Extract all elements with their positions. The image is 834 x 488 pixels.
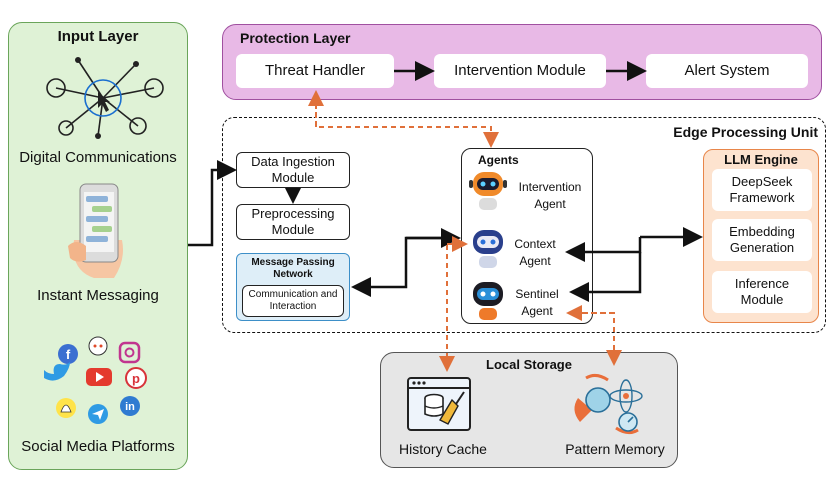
social-media-icons: f p in bbox=[44, 336, 147, 424]
arrow-llm-to-agents bbox=[565, 237, 642, 262]
intervention-module-box: Intervention Module bbox=[434, 54, 606, 88]
phone-messaging-icon bbox=[68, 183, 123, 278]
context-agent-label: Context Agent bbox=[514, 237, 556, 269]
svg-text:p: p bbox=[132, 371, 140, 386]
communication-interaction-box: Communication and Interaction bbox=[242, 285, 344, 317]
network-hub-icon bbox=[46, 57, 164, 139]
twitter-icon bbox=[44, 362, 70, 381]
reddit-icon bbox=[88, 336, 108, 356]
data-ingestion-module-box: Data Ingestion Module bbox=[236, 152, 350, 188]
arrow-agents-to-mpn bbox=[351, 236, 458, 297]
linkedin-icon bbox=[120, 396, 140, 416]
deepseek-framework-box: DeepSeek Framework bbox=[712, 169, 812, 211]
sentinel-agent-label: Sentinel Agent bbox=[515, 287, 559, 319]
svg-text:in: in bbox=[125, 401, 135, 413]
local-storage-title: Local Storage bbox=[486, 357, 572, 372]
llm-engine-title: LLM Engine bbox=[724, 152, 798, 167]
instagram-icon bbox=[118, 341, 141, 364]
social-media-platforms-label: Social Media Platforms bbox=[21, 438, 175, 455]
dashed-threat-agents bbox=[315, 94, 499, 148]
instant-messaging-label: Instant Messaging bbox=[37, 287, 159, 304]
pattern-memory-label: Pattern Memory bbox=[565, 441, 665, 457]
pattern-memory-icon bbox=[574, 373, 643, 435]
history-cache-icon bbox=[407, 377, 471, 431]
message-passing-network-title: Message Passing Network bbox=[251, 257, 335, 280]
threat-handler-box: Threat Handler bbox=[236, 54, 394, 88]
intervention-agent-label: Intervention Agent bbox=[518, 180, 582, 212]
history-cache-label: History Cache bbox=[399, 441, 487, 457]
embedding-generation-box: Embedding Generation bbox=[712, 219, 812, 261]
arrow-input-to-ingestion bbox=[188, 160, 237, 247]
dashed-context-history bbox=[439, 243, 464, 372]
intervention-robot-icon bbox=[469, 172, 507, 210]
digital-communications-label: Digital Communications bbox=[19, 149, 177, 166]
protection-layer-title: Protection Layer bbox=[240, 30, 351, 46]
context-robot-icon bbox=[473, 230, 503, 268]
agents-title: Agents bbox=[478, 153, 519, 167]
alert-system-box: Alert System bbox=[646, 54, 808, 88]
edge-processing-unit-title: Edge Processing Unit bbox=[673, 124, 818, 140]
preprocessing-module-box: Preprocessing Module bbox=[236, 204, 350, 240]
input-layer-title: Input Layer bbox=[57, 28, 139, 45]
edge-processing-unit-panel bbox=[222, 117, 826, 333]
facebook-icon bbox=[58, 344, 78, 364]
pinterest-icon bbox=[125, 367, 147, 389]
svg-text:f: f bbox=[66, 347, 71, 362]
sentinel-robot-icon bbox=[473, 282, 503, 320]
arrow-llm-to-sentinel bbox=[569, 252, 642, 302]
inference-module-box: Inference Module bbox=[712, 271, 812, 313]
dashed-sentinel-pattern bbox=[574, 312, 622, 366]
